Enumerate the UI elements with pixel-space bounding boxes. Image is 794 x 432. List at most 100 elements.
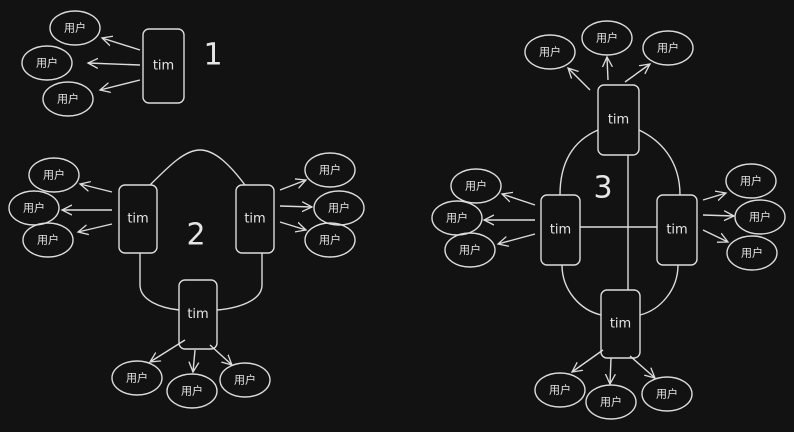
- user-label: 用户: [37, 233, 59, 247]
- user-node: 用户: [450, 168, 502, 204]
- user-label: 用户: [446, 211, 468, 225]
- user-label: 用户: [36, 56, 58, 70]
- user-ellipse: [642, 30, 694, 66]
- server-1: tim: [142, 28, 185, 104]
- user-node: 用户: [534, 372, 586, 408]
- server-3-top: tim: [597, 84, 640, 156]
- user-label: 用户: [656, 387, 678, 401]
- link-line: [639, 264, 679, 316]
- user-label: 用户: [328, 201, 350, 215]
- user-ellipse: [524, 34, 576, 70]
- link-line: [139, 253, 180, 311]
- user-label: 用户: [596, 31, 618, 45]
- arrow: [629, 355, 655, 378]
- server-box: [118, 184, 158, 254]
- server-3-right: tim: [656, 194, 698, 266]
- user-node: 用户: [42, 81, 94, 117]
- arrow: [568, 68, 591, 91]
- user-node: 用户: [219, 362, 271, 398]
- user-ellipse: [28, 157, 80, 193]
- link-line: [561, 264, 602, 316]
- user-ellipse: [304, 152, 356, 188]
- user-node: 用户: [524, 34, 576, 70]
- user-node: 用户: [22, 222, 74, 258]
- user-label: 用户: [657, 41, 679, 55]
- link-line: [149, 149, 246, 186]
- server-label: tim: [153, 59, 174, 74]
- user-node: 用户: [313, 190, 365, 226]
- server-label: tim: [127, 212, 148, 227]
- user-ellipse: [219, 362, 271, 398]
- server-2a: tim: [118, 184, 158, 254]
- arrow: [607, 57, 608, 81]
- arrow: [78, 223, 113, 232]
- user-node: 用户: [642, 30, 694, 66]
- user-ellipse: [450, 168, 502, 204]
- user-label: 用户: [459, 243, 481, 257]
- user-ellipse: [534, 372, 586, 408]
- user-node: 用户: [111, 360, 163, 396]
- connections: [62, 38, 734, 384]
- user-label: 用户: [741, 246, 763, 260]
- user-node: 用户: [49, 10, 101, 46]
- user-ellipse: [444, 232, 496, 268]
- server-label: tim: [666, 223, 687, 238]
- user-node: 用户: [585, 384, 637, 420]
- user-label: 用户: [126, 371, 148, 385]
- link-line: [559, 129, 599, 196]
- user-label: 用户: [43, 168, 65, 182]
- arrow: [610, 357, 611, 384]
- user-ellipse: [22, 222, 74, 258]
- server-3-left: tim: [540, 194, 581, 266]
- user-node: 用户: [726, 235, 778, 271]
- arrow: [572, 349, 604, 372]
- arrow: [88, 63, 141, 65]
- server-box: [540, 194, 581, 266]
- server-label: tim: [610, 317, 631, 332]
- user-node: 用户: [28, 157, 80, 193]
- user-ellipse: [725, 163, 777, 199]
- arrow: [193, 349, 195, 372]
- user-ellipse: [641, 376, 693, 412]
- server-label: tim: [550, 223, 571, 238]
- arrow: [502, 194, 536, 206]
- user-ellipse: [585, 384, 637, 420]
- user-node: 用户: [725, 163, 777, 199]
- arrow: [102, 38, 141, 51]
- user-label: 用户: [465, 179, 487, 193]
- user-label: 用户: [749, 210, 771, 224]
- arrow: [80, 184, 113, 193]
- arrow: [702, 215, 734, 216]
- arrow: [279, 180, 306, 191]
- user-label: 用户: [549, 383, 571, 397]
- user-node: 用户: [444, 232, 496, 268]
- server-label: tim: [608, 113, 629, 128]
- user-ellipse: [166, 373, 218, 409]
- user-label: 用户: [23, 201, 45, 215]
- server-2b: tim: [235, 184, 275, 254]
- user-label: 用户: [319, 233, 341, 247]
- user-node: 用户: [581, 20, 633, 56]
- user-label: 用户: [57, 92, 79, 106]
- user-label: 用户: [740, 174, 762, 188]
- user-ellipse: [726, 235, 778, 271]
- user-label: 用户: [181, 384, 203, 398]
- user-ellipse: [8, 190, 60, 226]
- user-node: 用户: [304, 222, 356, 258]
- server-3-bottom: tim: [600, 289, 641, 359]
- user-node: 用户: [431, 200, 483, 236]
- user-node: 用户: [8, 190, 60, 226]
- user-ellipse: [111, 360, 163, 396]
- user-label: 用户: [539, 45, 561, 59]
- arrow: [100, 79, 141, 90]
- user-node: 用户: [641, 376, 693, 412]
- server-label: tim: [187, 307, 208, 322]
- user-label: 用户: [319, 163, 341, 177]
- user-ellipse: [304, 222, 356, 258]
- user-ellipse: [313, 190, 365, 226]
- server-box: [597, 84, 640, 156]
- arrow: [279, 206, 312, 207]
- user-label: 用户: [64, 21, 86, 35]
